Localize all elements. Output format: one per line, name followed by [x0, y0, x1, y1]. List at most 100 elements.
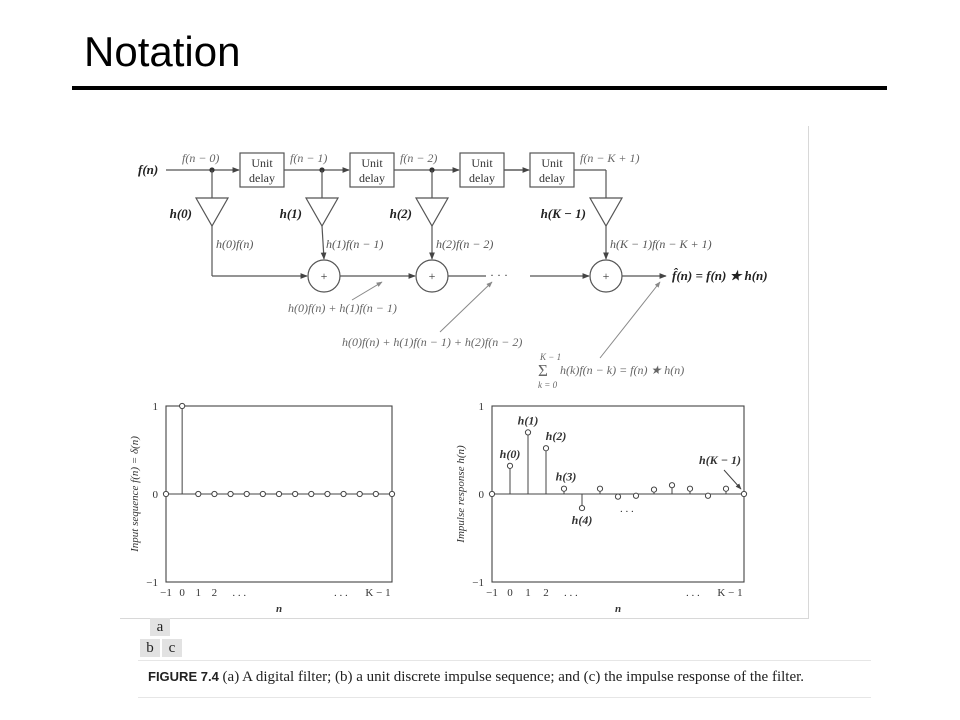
sum-lower-limit: k = 0 [538, 380, 558, 390]
sum-upper-limit: K − 1 [539, 352, 561, 362]
gain-label: h(K − 1) [541, 206, 586, 221]
gain-triangle [194, 197, 230, 228]
x-axis-label: n [276, 603, 282, 615]
panel-label-c: c [162, 639, 182, 657]
stem-marker [560, 485, 568, 492]
stem-annotation: h(K − 1) [699, 453, 741, 467]
unit-delay-label: delay [359, 171, 385, 185]
unit-delay-label: delay [539, 171, 565, 185]
y-tick-label: 0 [153, 489, 159, 501]
gain-label: h(1) [280, 206, 302, 221]
stem-marker [372, 490, 379, 498]
sum-label: h(0)f(n) + h(1)f(n − 1) [288, 301, 397, 315]
stem-marker [324, 490, 331, 498]
gain-triangle [304, 197, 340, 228]
input-label: f(n) [138, 162, 158, 177]
stem-marker [308, 490, 315, 498]
stem-annotation: h(2) [546, 429, 567, 443]
unit-delay-box [239, 152, 285, 188]
ellipsis: · · · [490, 268, 508, 282]
adder-symbol: + [603, 269, 610, 283]
leader-arrow [351, 281, 383, 301]
x-tick-label: 2 [543, 587, 549, 599]
panel-label-b: b [140, 639, 160, 657]
stem-marker [275, 490, 283, 498]
x-tick-label: . . . [334, 587, 348, 599]
panel-label-a: a [150, 618, 170, 636]
x-tick-label: 2 [212, 587, 218, 599]
gain-label: h(2) [390, 206, 412, 221]
gain-triangle [414, 197, 450, 228]
panel-labels: a b c [138, 618, 184, 660]
x-axis-label: n [615, 603, 621, 615]
delay-output-label: f(n − K + 1) [580, 151, 640, 165]
stem-marker [542, 445, 550, 452]
stem-marker [596, 485, 604, 492]
title-rule [72, 86, 887, 90]
y-axis-label: Input sequence f(n) = δ(n) [129, 436, 141, 553]
stem-marker [668, 482, 676, 489]
stem-marker [722, 485, 730, 492]
stem-marker [195, 490, 202, 498]
x-tick-label: 0 [179, 587, 185, 599]
figure-caption: FIGURE 7.4 (a) A digital filter; (b) a u… [138, 660, 871, 698]
stem-annotation: h(0) [500, 447, 521, 461]
delay-input-label: f(n − 0) [182, 151, 219, 165]
y-tick-label: 1 [479, 401, 485, 413]
sum-expression: h(k)f(n − k) = f(n) ★ h(n) [560, 363, 684, 377]
sum-label: h(0)f(n) + h(1)f(n − 1) + h(2)f(n − 2) [342, 335, 522, 349]
stem-marker [227, 490, 234, 498]
gain-triangle [588, 197, 624, 228]
y-tick-label: −1 [472, 577, 484, 589]
stem-marker [162, 490, 170, 498]
stem-marker [506, 462, 514, 469]
stem-marker [578, 504, 586, 512]
stem-marker [211, 490, 218, 498]
unit-delay-box [349, 152, 395, 188]
delay-input-label: f(n − 2) [400, 151, 437, 165]
unit-delay-label: delay [469, 171, 495, 185]
x-tick-label: K − 1 [365, 587, 390, 599]
caption-text-wrap: FIGURE 7.4 (a) A digital filter; (b) a u… [148, 669, 804, 686]
product-label: h(1)f(n − 1) [326, 237, 383, 251]
stem-marker [650, 486, 658, 493]
stem-marker [488, 490, 496, 498]
stem-marker [524, 429, 532, 436]
ellipsis: . . . [620, 503, 634, 515]
leader-arrow [599, 281, 661, 359]
stem-marker [704, 492, 712, 499]
unit-delay-label: Unit [541, 156, 563, 170]
product-label: h(K − 1)f(n − K + 1) [610, 237, 712, 251]
adder-symbol: + [429, 269, 436, 283]
stem-marker [179, 402, 186, 410]
output-label: f̂(n) = f(n) ★ h(n) [672, 268, 768, 283]
unit-delay-label: Unit [251, 156, 273, 170]
gain-label: h(0) [170, 206, 192, 221]
unit-delay-label: Unit [471, 156, 493, 170]
y-tick-label: 1 [153, 401, 159, 413]
stem-annotation: h(1) [518, 413, 539, 427]
caption-text: (a) A digital filter; (b) a unit discret… [222, 669, 805, 685]
x-tick-label: −1 [160, 587, 172, 599]
x-tick-label: . . . [686, 587, 700, 599]
unit-delay-label: Unit [361, 156, 383, 170]
stem-marker [243, 490, 250, 498]
x-tick-label: . . . [564, 587, 578, 599]
x-tick-label: . . . [232, 587, 246, 599]
slide-title: Notation [84, 28, 241, 75]
stem-marker [340, 490, 347, 498]
x-tick-label: 1 [196, 587, 202, 599]
product-line [320, 225, 327, 260]
delay-input-label: f(n − 1) [290, 151, 327, 165]
annotation-arrow [723, 469, 742, 490]
stem-annotation: h(4) [572, 513, 593, 527]
x-tick-label: 1 [525, 587, 531, 599]
stem-marker [388, 490, 396, 498]
product-label: h(0)f(n) [216, 237, 253, 251]
stem-annotation: h(3) [556, 470, 577, 484]
